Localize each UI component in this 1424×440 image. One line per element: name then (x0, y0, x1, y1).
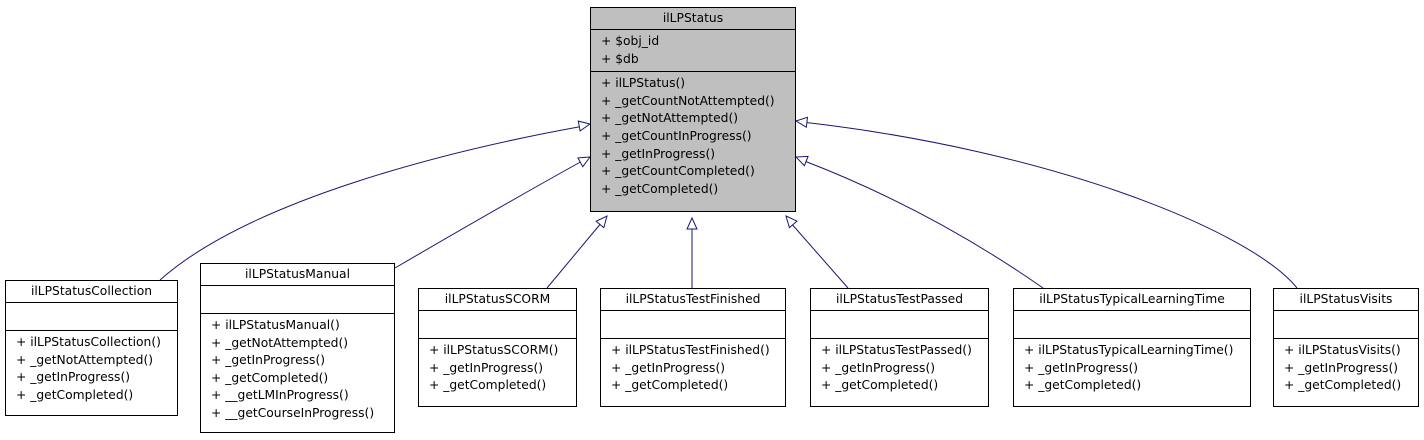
edge-typical-arrowhead-icon (794, 155, 809, 167)
class-ilLPStatus[interactable]: ilLPStatus + $obj_id + $db + ilLPStatus(… (590, 7, 796, 212)
attribute-row: + $obj_id (601, 34, 660, 48)
class-name: ilLPStatusSCORM (444, 292, 551, 306)
edge-testfinished-arrowhead-icon (686, 216, 698, 230)
class-name: ilLPStatus (662, 11, 724, 25)
methods-section: + ilLPStatus() + _getCountNotAttempted()… (591, 71, 795, 201)
edge-manual (394, 159, 585, 269)
method-row: + _getInProgress() (611, 360, 726, 375)
method-row: + ilLPStatusTestFinished() (611, 343, 770, 357)
edge-visits-arrowhead-icon (794, 116, 809, 129)
attribute-row: + $db (601, 51, 639, 66)
class-ilLPStatusVisits[interactable]: ilLPStatusVisits + ilLPStatusVisits() + … (1273, 288, 1419, 407)
method-row: + _getCompleted() (1284, 378, 1402, 393)
edge-manual-arrowhead-icon (577, 156, 592, 168)
attributes-section (419, 310, 576, 338)
method-row: + __getLMInProgress() (211, 388, 349, 403)
class-ilLPStatusTestPassed[interactable]: ilLPStatusTestPassed + ilLPStatusTestPas… (810, 288, 989, 407)
edge-collection (159, 125, 585, 281)
class-name: ilLPStatusCollection (30, 284, 153, 298)
method-row: + _getInProgress() (1024, 360, 1139, 375)
edge-scorm-arrowhead-icon (595, 215, 608, 229)
class-name: ilLPStatusTypicalLearningTime (1039, 292, 1225, 306)
class-ilLPStatusManual[interactable]: ilLPStatusManual + ilLPStatusManual() + … (200, 263, 395, 433)
methods-section: + ilLPStatusSCORM() + _getInProgress() +… (419, 338, 576, 398)
attributes-section (201, 285, 394, 313)
methods-section: + ilLPStatusTestFinished() + _getInProgr… (601, 338, 785, 398)
method-row: + _getInProgress() (601, 146, 716, 161)
method-row: + _getCompleted() (821, 378, 939, 393)
method-row: + _getCompleted() (429, 378, 547, 393)
method-row: + _getCompleted() (211, 370, 329, 385)
method-row: + ilLPStatusTestPassed() (821, 343, 972, 357)
method-row: + _getInProgress() (1284, 360, 1399, 375)
edge-typical (801, 159, 1044, 289)
class-name: ilLPStatusTestFinished (625, 292, 761, 306)
edge-collection-arrowhead-icon (577, 120, 592, 132)
attributes-section (6, 302, 177, 330)
method-row: + ilLPStatus() (601, 76, 686, 91)
attributes-section (1274, 310, 1418, 338)
method-row: + _getInProgress() (16, 370, 131, 385)
class-name: ilLPStatusTestPassed (835, 292, 964, 306)
edge-testpassed (789, 221, 849, 289)
method-row: + _getCountNotAttempted() (601, 93, 775, 108)
method-row: + _getNotAttempted() (16, 352, 154, 367)
attributes-section (601, 310, 785, 338)
method-row: + _getInProgress() (429, 360, 544, 375)
method-row: + ilLPStatusTypicalLearningTime() (1024, 343, 1234, 357)
method-row: + ilLPStatusManual() (211, 318, 340, 332)
methods-section: + ilLPStatusCollection() + _getNotAttemp… (6, 330, 177, 407)
method-row: + ilLPStatusVisits() (1284, 343, 1401, 357)
class-name: ilLPStatusVisits (1299, 292, 1393, 306)
method-row: + _getCountInProgress() (601, 128, 752, 143)
method-row: + _getNotAttempted() (211, 335, 349, 350)
method-row: + _getCountCompleted() (601, 164, 755, 179)
class-ilLPStatusSCORM[interactable]: ilLPStatusSCORM + ilLPStatusSCORM() + _g… (418, 288, 577, 407)
class-name: ilLPStatusManual (245, 267, 350, 281)
attributes-section: + $obj_id + $db (591, 29, 795, 71)
method-row: + _getInProgress() (821, 360, 936, 375)
method-row: + _getCompleted() (16, 387, 134, 402)
methods-section: + ilLPStatusTestPassed() + _getInProgres… (811, 338, 988, 398)
method-row: + _getCompleted() (611, 378, 729, 393)
methods-section: + ilLPStatusManual() + _getNotAttempted(… (201, 313, 394, 426)
method-row: + _getInProgress() (211, 353, 326, 368)
edge-testpassed-arrowhead-icon (785, 215, 798, 229)
method-row: + ilLPStatusCollection() (16, 335, 161, 349)
edge-scorm (546, 221, 603, 289)
class-ilLPStatusTypicalLearningTime[interactable]: ilLPStatusTypicalLearningTime + ilLPStat… (1013, 288, 1251, 407)
method-row: + _getCompleted() (1024, 378, 1142, 393)
methods-section: + ilLPStatusVisits() + _getInProgress() … (1274, 338, 1418, 398)
attributes-section (1014, 310, 1250, 338)
class-ilLPStatusTestFinished[interactable]: ilLPStatusTestFinished + ilLPStatusTestF… (600, 288, 786, 407)
method-row: + ilLPStatusSCORM() (429, 343, 559, 357)
attributes-section (811, 310, 988, 338)
class-ilLPStatusCollection[interactable]: ilLPStatusCollection + ilLPStatusCollect… (5, 280, 178, 416)
method-row: + _getNotAttempted() (601, 111, 739, 126)
method-row: + __getCourseInProgress() (211, 405, 375, 420)
methods-section: + ilLPStatusTypicalLearningTime() + _get… (1014, 338, 1250, 398)
edge-visits (801, 121, 1298, 289)
method-row: + _getCompleted() (601, 181, 719, 196)
